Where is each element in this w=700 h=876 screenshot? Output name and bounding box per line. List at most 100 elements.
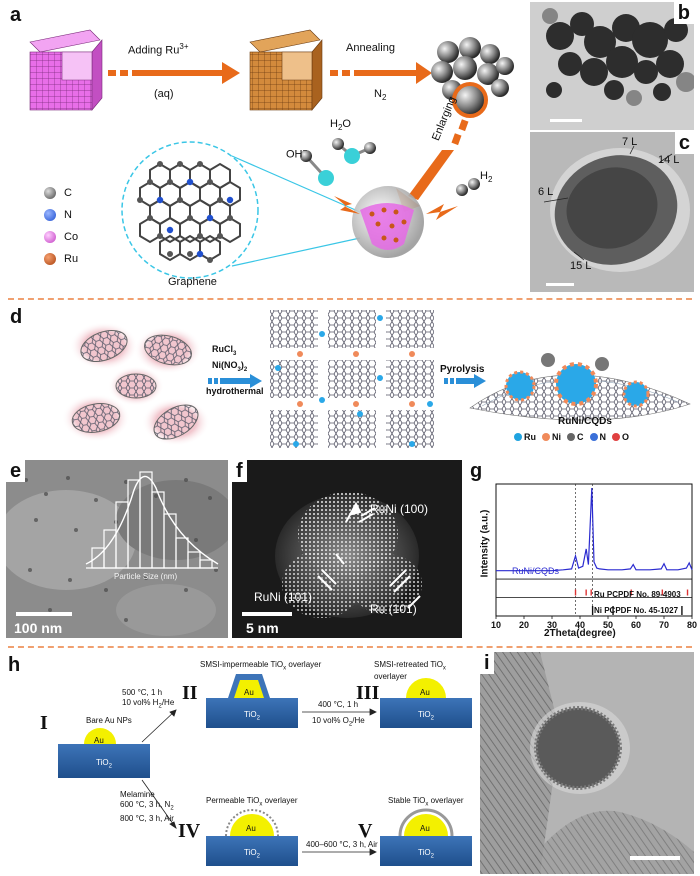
scale-bar [550,119,582,122]
legend-label: C [577,432,584,442]
c-dot-icon [567,433,575,441]
panel-f-label: f [232,460,247,482]
au-label: Au [246,824,256,833]
au-label: Au [420,824,430,833]
oh-sup: − [302,146,308,155]
plot-frame [495,483,693,617]
transition-2-3-gas: 10 vol% O2/He [312,716,365,728]
plane-label: RuNi (101) [254,590,313,604]
title-sub: x [442,665,446,672]
tio2-sub: 2 [256,853,260,860]
haadf-particles [275,492,422,618]
step2-gas-sub: 2 [381,93,387,103]
pink-zif-cube [29,29,103,111]
condition-sub: 2 [158,703,162,710]
arrow-pyrolysis [444,374,486,388]
condition-text: 400 °C, 1 h [318,700,359,709]
brown-cube [249,29,323,111]
chart-ref2-label: Ni PCPDF No. 45-1027 [594,606,679,615]
h2o-h: H [330,118,338,130]
step1-sup: 3+ [179,42,189,51]
chart-xlabel: 2Theta(degree) [544,628,616,639]
title-sub: x [259,801,263,808]
h2-molecule [456,178,480,196]
au-label: Au [94,736,104,745]
layer-label: 15 L [570,260,592,272]
x-tick-label: 30 [547,620,557,630]
histogram-xlabel: Particle Size (nm) [114,572,178,581]
tio2-sub: 2 [430,853,434,860]
legend-item: Ni [542,432,561,442]
stage-numeral: I [40,712,48,734]
tio2-text: TiO [96,758,109,767]
panel-d-schematic [62,310,691,448]
cobalt-dot-icon [44,231,56,243]
legend-label: O [622,432,630,442]
stage-5 [380,808,472,866]
ru-dot-icon [514,433,522,441]
x-tick-label: 40 [575,620,585,630]
title-tail: overlayer [428,796,464,805]
panel-h: h [0,652,476,876]
x-tick-label: 20 [519,620,529,630]
x-tick-label: 60 [631,620,641,630]
oh-label: OH− [286,146,307,161]
panel-a: a [0,0,530,292]
condition-tail: /He [352,716,365,725]
au-label: Au [420,688,430,697]
reagent2-line: Ni(NO3)2 [212,360,247,376]
panel-i-label: i [480,652,494,674]
runi-cqds-product [469,353,691,421]
panel-h-label: h [8,654,21,676]
tio2-label: TiO2 [418,848,434,860]
legend-label: N [599,432,607,442]
h2o-molecule [332,138,376,164]
reagent-label: RuCl3 Ni(NO3)2 [212,344,247,376]
cqd-sheets [62,322,210,446]
tio2-text: TiO [244,848,257,857]
scale-bar [242,612,292,616]
scale-label: 100 nm [14,620,63,636]
condition-text: 10 vol% O [312,716,349,725]
step1-label: Adding Ru3+ [128,42,189,57]
step2-label: Annealing [346,42,395,54]
condition-line: Melamine [120,790,155,799]
step1-sublabel: (aq) [154,88,174,100]
panel-d-label: d [10,306,23,328]
stage-numeral: III [356,682,380,704]
plane-label: RuNi (100) [370,502,429,516]
transition-1-4: Melamine 600 °C, 3 h, N2 800 °C, 3 h, Ai… [120,790,174,824]
arrow-step1 [108,62,240,84]
reagent1-sub: 3 [233,350,237,357]
n-dot-icon [589,433,598,441]
step2-sublabel: N2 [374,88,386,102]
x-tick-label: 70 [659,620,669,630]
scale-bar [16,612,72,616]
tem-particles [542,8,694,106]
tio2-sub: 2 [108,763,112,770]
condition-text: 10 vol% H [122,698,159,707]
tio2-text: TiO [418,710,431,719]
tio2-label: TiO2 [418,710,434,722]
panel-a-label: a [10,4,22,26]
arrow-step2 [330,62,432,84]
condition-text: 600 °C, 3 h, N [120,800,171,809]
nanoparticle-cluster [431,37,514,118]
condition-line: 10 vol% H2/He [122,698,174,712]
oh-text: OH [286,148,303,161]
hydrothermal-label: hydrothermal [206,386,264,396]
legend-label: Ru [524,432,536,442]
tem-core-shell [543,145,690,272]
transition-4-5: 400–600 °C, 3 h, Air [306,840,378,849]
panel-d: d [0,304,700,456]
arrow-hydrothermal [208,374,262,388]
legend-label: Ni [552,432,561,442]
graphene-label: Graphene [168,276,217,288]
pyrolysis-label: Pyrolysis [440,364,485,375]
tio2-label: TiO2 [96,758,112,770]
tio2-sub: 2 [430,715,434,722]
title-tail: overlayer [262,796,298,805]
lightning-icon [334,196,458,220]
panel-g-label: g [470,460,483,482]
